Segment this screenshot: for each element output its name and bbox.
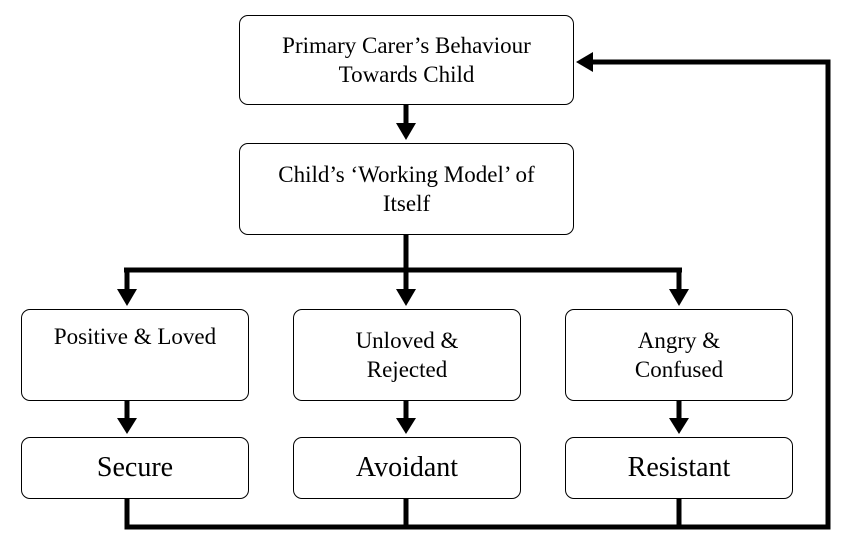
node-label-line: Primary Carer’s Behaviour xyxy=(282,32,531,58)
node-label-line: Angry & xyxy=(637,327,721,353)
node-label-line: Confused xyxy=(634,357,724,382)
node-label-line: Resistant xyxy=(627,452,731,484)
node-angry-confused: Angry & Confused xyxy=(565,309,793,401)
node-secure: Secure xyxy=(21,437,249,499)
arrowhead-to-resistant xyxy=(669,418,689,434)
node-label-line: Avoidant xyxy=(355,452,459,484)
arrowhead-primary-to-working xyxy=(396,123,416,140)
arrowhead-to-positive xyxy=(117,289,137,306)
node-label-line: Unloved & xyxy=(355,327,459,353)
arrowhead-to-avoidant xyxy=(396,418,416,434)
node-label-line: Itself xyxy=(382,191,431,216)
arrowhead-to-unloved xyxy=(396,289,416,306)
node-working-model: Child’s ‘Working Model’ of Itself xyxy=(239,143,574,235)
node-label-line: Rejected xyxy=(366,357,448,382)
node-label-line: Secure xyxy=(96,452,174,484)
node-resistant: Resistant xyxy=(565,437,793,499)
node-label-line: Child’s ‘Working Model’ of xyxy=(278,161,535,187)
arrowhead-loop-to-primary xyxy=(576,52,593,72)
node-unloved-rejected: Unloved & Rejected xyxy=(293,309,521,401)
node-avoidant: Avoidant xyxy=(293,437,521,499)
node-primary-carer-behaviour: Primary Carer’s Behaviour Towards Child xyxy=(239,15,574,105)
arrowhead-to-angry xyxy=(669,289,689,306)
node-positive-loved: Positive & Loved xyxy=(21,309,249,401)
arrowhead-to-secure xyxy=(117,418,137,434)
node-label-line: Towards Child xyxy=(338,62,475,87)
node-label-line: Positive & Loved xyxy=(53,324,217,349)
